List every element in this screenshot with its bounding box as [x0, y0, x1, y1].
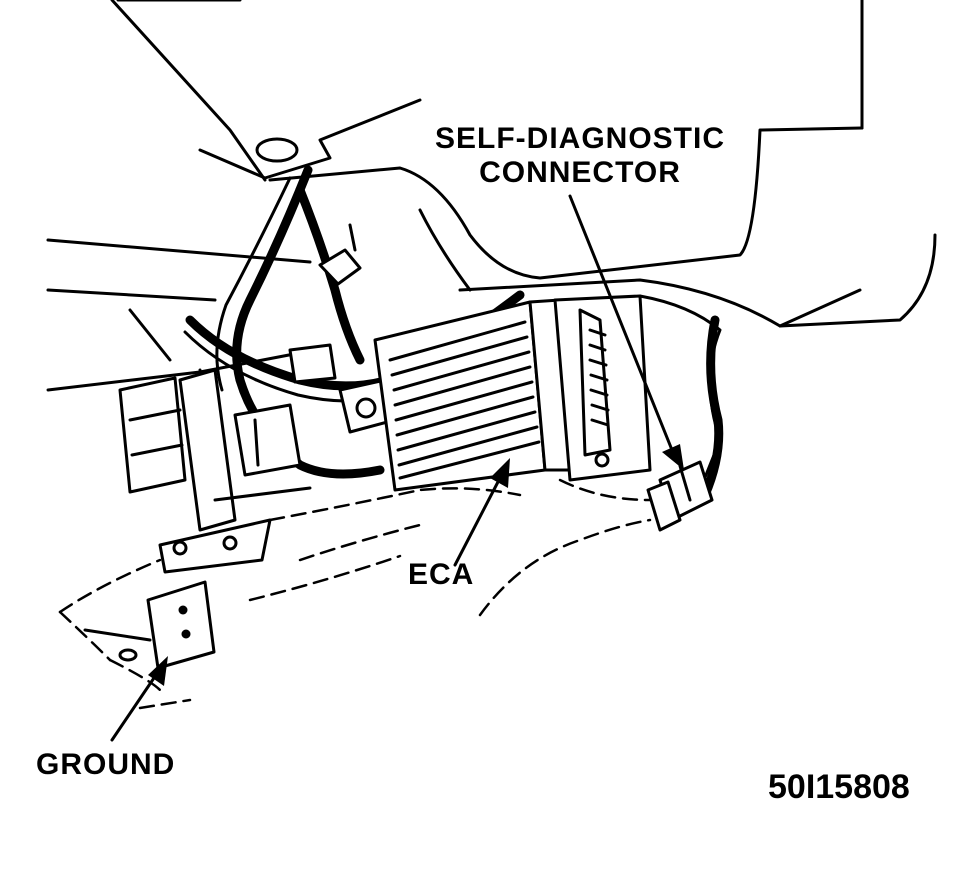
- connector-leader: [568, 194, 674, 452]
- figure-code-label: 50I15808: [768, 768, 910, 806]
- eca-arrowhead: [490, 458, 510, 488]
- ground-arrowhead: [148, 656, 168, 686]
- dash-hole: [255, 137, 299, 163]
- self-diagnostic-label-line1: SELF-DIAGNOSTIC: [435, 122, 725, 155]
- leader-lines: [110, 194, 684, 742]
- ground-label: GROUND: [36, 748, 176, 781]
- left-components: [118, 343, 337, 494]
- ground-plate: [146, 580, 216, 670]
- eca-module: [373, 298, 577, 492]
- support-strut: [158, 368, 312, 574]
- eca-label: ECA: [408, 558, 475, 591]
- connector-arrowhead: [662, 444, 684, 470]
- self-diagnostic-connector-label: SELF-DIAGNOSTIC CONNECTOR: [420, 122, 740, 190]
- kick-panel: [553, 294, 724, 500]
- self-diagnostic-label-line2: CONNECTOR: [479, 156, 681, 189]
- ground-leader: [110, 670, 160, 742]
- dash-panel: [110, 0, 937, 328]
- self-diagnostic-connector: [646, 460, 714, 532]
- floor-outline: [58, 478, 652, 710]
- eca-leader: [453, 476, 502, 567]
